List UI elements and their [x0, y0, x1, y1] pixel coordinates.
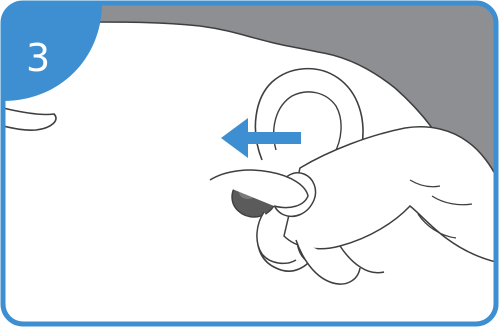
panel-background: [3, 3, 496, 324]
face-outline: [2, 107, 57, 131]
left-arrow-icon: [221, 118, 301, 158]
knuckle-line-3: [409, 179, 441, 188]
step-number: 3: [26, 36, 50, 80]
knuckle-line-1: [417, 213, 457, 239]
hand: [209, 126, 497, 285]
knuckle-line-2: [431, 195, 473, 206]
ear-inner-fold: [273, 91, 342, 155]
step-badge: 3: [3, 3, 102, 101]
